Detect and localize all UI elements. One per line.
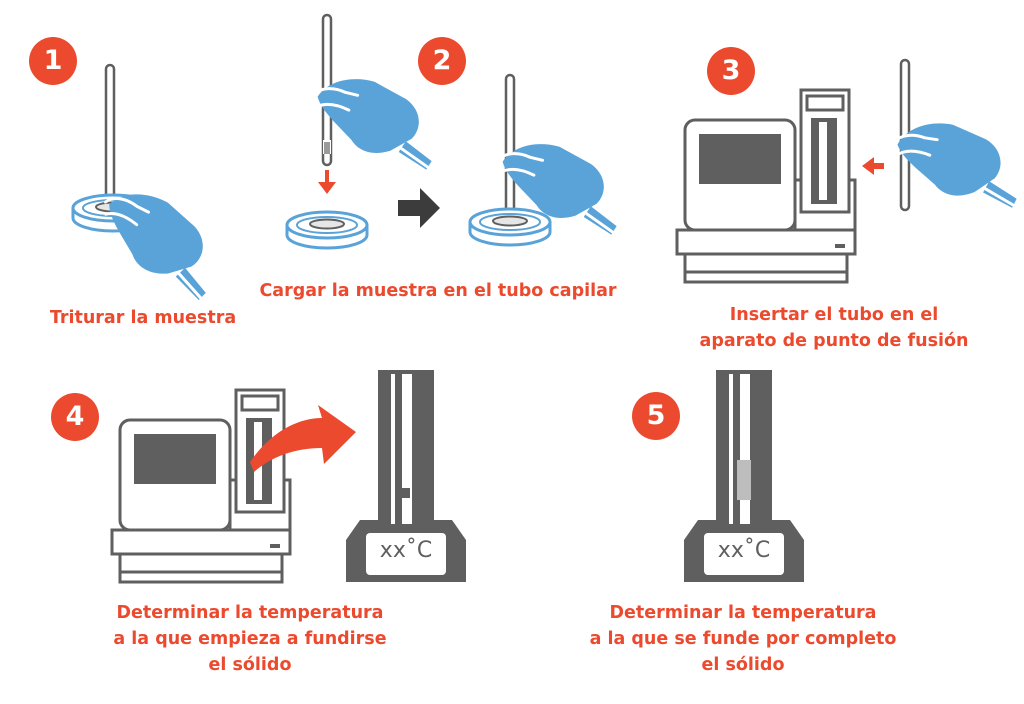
step-2-caption-line: Cargar la muestra en el tubo capilar bbox=[259, 281, 617, 301]
step-1-caption: Triturar la muestra bbox=[38, 305, 248, 331]
step-3-caption-line-1: Insertar el tubo en el bbox=[729, 305, 939, 325]
step-2-caption: Cargar la muestra en el tubo capilar bbox=[243, 278, 633, 304]
step-4-caption-line-2: a la que empieza a fundirse bbox=[113, 629, 387, 649]
step-2-illustration bbox=[285, 13, 619, 250]
step-5-temperature-readout: xx˚C bbox=[718, 538, 770, 563]
step-4-caption: Determinar la temperatura a la que empie… bbox=[90, 600, 410, 678]
step-5-caption-line-3: el sólido bbox=[701, 655, 785, 675]
step-4-temperature-readout: xx˚C bbox=[380, 538, 432, 563]
step-1-caption-line: Triturar la muestra bbox=[49, 308, 237, 328]
step-5-illustration bbox=[684, 370, 804, 582]
step-1-badge: 1 bbox=[29, 37, 77, 85]
step-1-illustration bbox=[71, 63, 220, 303]
step-3-badge: 3 bbox=[707, 47, 755, 95]
step-5-caption-line-2: a la que se funde por completo bbox=[589, 629, 897, 649]
step-5-caption-line-1: Determinar la temperatura bbox=[609, 603, 877, 623]
step-2-badge: 2 bbox=[418, 37, 466, 85]
step-4-caption-line-3: el sólido bbox=[208, 655, 292, 675]
step-5-badge: 5 bbox=[632, 392, 680, 440]
step-3-illustration bbox=[675, 58, 1020, 284]
step-3-caption-line-2: aparato de punto de fusión bbox=[699, 331, 969, 351]
step-4-caption-line-1: Determinar la temperatura bbox=[116, 603, 384, 623]
step-5-caption: Determinar la temperatura a la que se fu… bbox=[578, 600, 908, 678]
step-4-badge: 4 bbox=[51, 393, 99, 441]
step-3-caption: Insertar el tubo en el aparato de punto … bbox=[684, 302, 984, 354]
step-4-illustration bbox=[110, 370, 466, 584]
